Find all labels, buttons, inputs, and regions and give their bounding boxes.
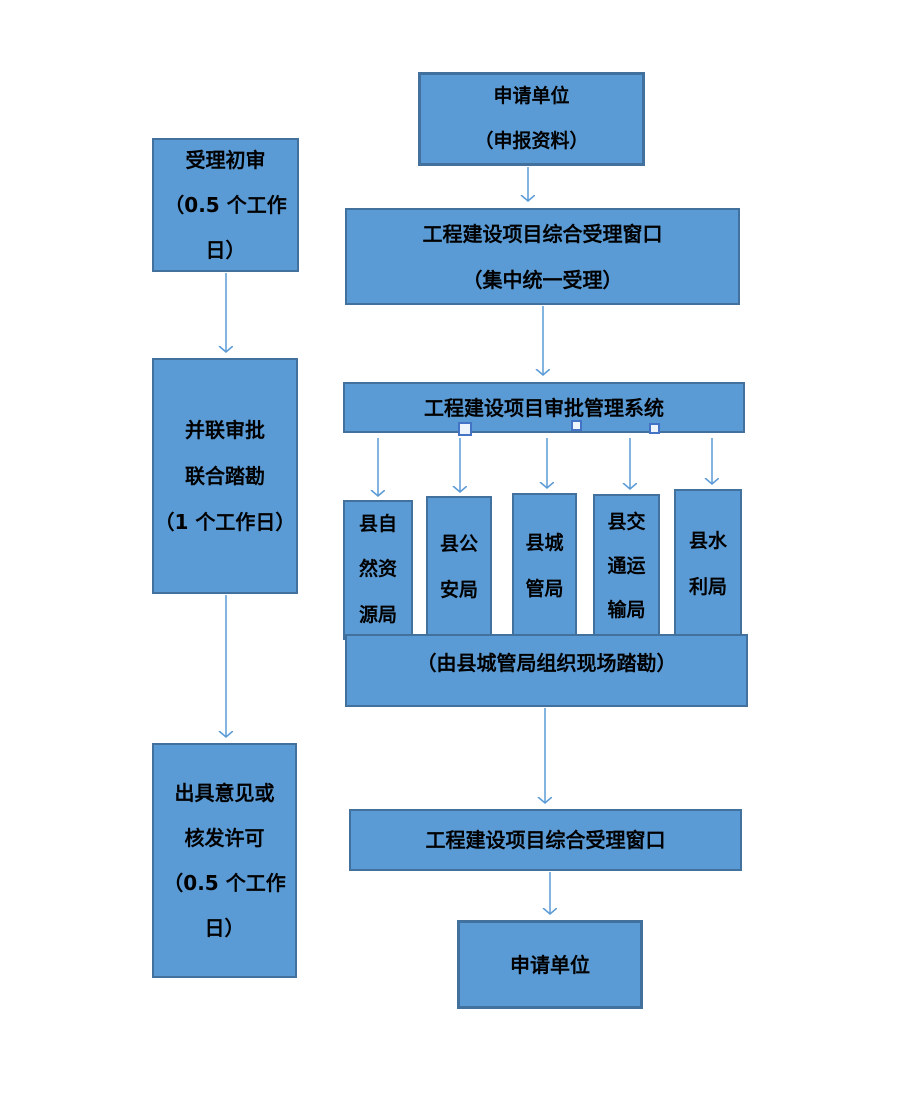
box-text-line: 县公 (439, 533, 478, 556)
box-parallel-approval: 并联审批 联合踏勘 （1 个工作日） (152, 358, 298, 594)
box-text-line: 安局 (439, 579, 478, 601)
box-text-line: 然资 (358, 558, 397, 581)
box-text-line: 通运 (607, 555, 646, 578)
box-text-line: 管局 (525, 577, 564, 600)
box-text-line: （0.5 个工作 (163, 870, 286, 895)
box-dept-transportation: 县交 通运 输局 (593, 494, 660, 640)
box-text-line: 受理初审 (185, 147, 266, 172)
box-text-line: （0.5 个工作 (164, 192, 287, 217)
box-site-survey-note: （由县城管局组织现场踏勘） (345, 634, 748, 707)
box-applicant-top: 申请单位 （申报资料） (418, 72, 645, 166)
box-text-line: 县城 (525, 531, 564, 554)
box-text-line: 县自 (358, 512, 397, 535)
box-dept-urban-management: 县城 管局 (512, 493, 577, 640)
box-text-line: （集中统一受理） (462, 267, 623, 292)
box-comprehensive-window-2: 工程建设项目综合受理窗口 (349, 809, 742, 871)
box-comprehensive-window-1: 工程建设项目综合受理窗口 （集中统一受理） (345, 208, 740, 305)
box-dept-natural-resources: 县自 然资 源局 (343, 500, 413, 640)
box-text-line: 源局 (358, 603, 397, 626)
box-text-line: 日） (204, 915, 245, 940)
box-dept-public-security: 县公 安局 (426, 496, 492, 640)
box-text-line: 日） (205, 237, 246, 262)
box-text-line: 并联审批 (185, 418, 265, 442)
box-initial-review: 受理初审 （0.5 个工作 日） (152, 138, 299, 272)
selection-handle-square (458, 422, 472, 436)
box-text-line: 申请单位 (493, 85, 570, 108)
box-text-line: 核发许可 (184, 825, 265, 850)
box-text-line: 申请单位 (510, 952, 590, 977)
box-text-line: 利局 (688, 575, 727, 598)
box-text-line: （申报资料） (474, 130, 589, 152)
box-text-line: 工程建设项目综合受理窗口 (422, 221, 663, 246)
box-dept-water-resources: 县水 利局 (674, 489, 742, 640)
box-text-line: 县水 (688, 529, 727, 552)
box-approval-system: 工程建设项目审批管理系统 (343, 382, 745, 433)
box-text-line: 输局 (607, 598, 646, 621)
box-text-line: 县交 (607, 511, 646, 534)
box-text-line: （1 个工作日） (154, 510, 296, 534)
box-text-line: 工程建设项目审批管理系统 (424, 395, 664, 420)
box-issue-opinion: 出具意见或 核发许可 （0.5 个工作 日） (152, 743, 297, 978)
box-text-line: 联合踏勘 (185, 464, 265, 488)
box-text-line: 工程建设项目综合受理窗口 (425, 828, 666, 852)
selection-handle-square (649, 423, 660, 434)
box-text-line: （由县城管局组织现场踏勘） (416, 651, 677, 675)
box-applicant-bottom: 申请单位 (457, 920, 643, 1009)
box-text-line: 出具意见或 (174, 780, 275, 805)
selection-handle-square (571, 420, 582, 431)
